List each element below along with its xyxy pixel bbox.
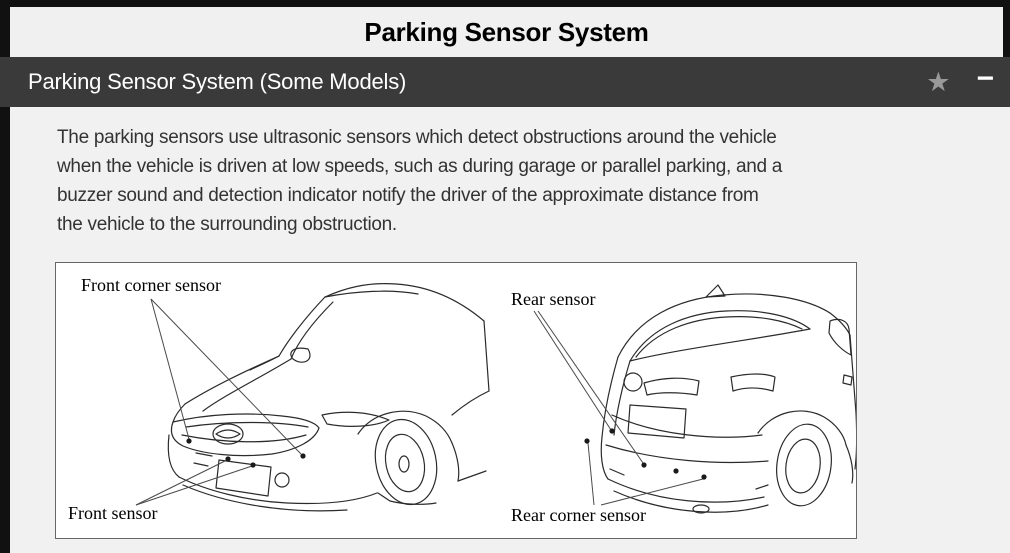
sensor-dots xyxy=(186,428,707,480)
content-area: The parking sensors use ultrasonic senso… xyxy=(10,107,1010,553)
leader-lines xyxy=(135,298,704,506)
front-car-drawing xyxy=(167,283,490,512)
minimize-icon[interactable]: − xyxy=(976,62,994,95)
label-front-corner-sensor: Front corner sensor xyxy=(81,275,221,295)
sensor-diagram-figure: Front corner sensor Front sensor Rear se… xyxy=(55,262,857,539)
section-title: Parking Sensor System (Some Models) xyxy=(28,69,407,94)
label-rear-corner-sensor: Rear corner sensor xyxy=(511,505,646,525)
page-title-band: Parking Sensor System xyxy=(10,7,1003,57)
page-title: Parking Sensor System xyxy=(364,16,649,47)
section-header: Parking Sensor System (Some Models) ★ − xyxy=(0,57,1010,107)
description-paragraph: The parking sensors use ultrasonic senso… xyxy=(57,127,783,235)
favorite-star-icon[interactable]: ★ xyxy=(926,66,951,97)
label-front-sensor: Front sensor xyxy=(68,503,158,523)
rear-car-drawing xyxy=(600,284,856,514)
parking-sensor-illustration xyxy=(135,283,856,514)
label-rear-sensor: Rear sensor xyxy=(511,289,596,309)
